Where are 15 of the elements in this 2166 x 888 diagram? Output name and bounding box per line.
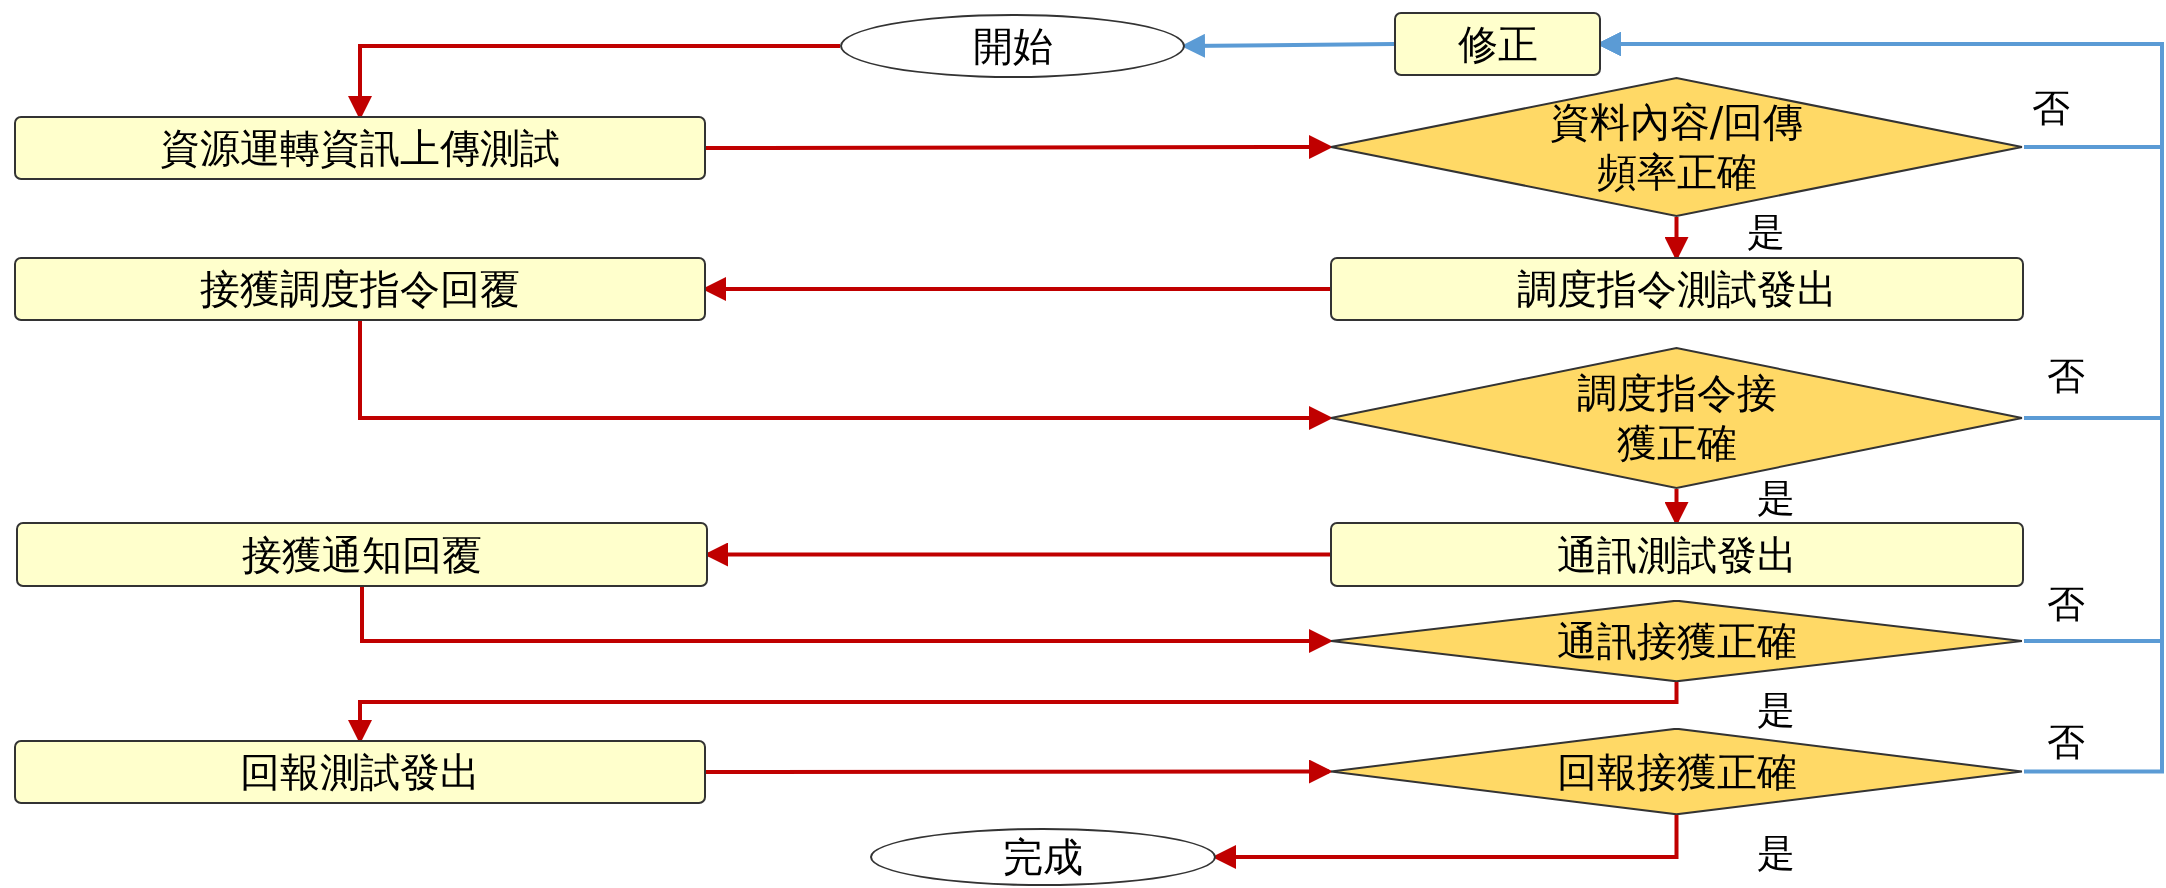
process-box: 回報測試發出 <box>14 740 706 804</box>
process-box: 接獲調度指令回覆 <box>14 257 706 321</box>
process-box: 通訊測試發出 <box>1330 522 2024 587</box>
process-box: 資源運轉資訊上傳測試 <box>14 116 706 180</box>
decision-diamond: 通訊接獲正確 <box>1329 600 2024 682</box>
arrow <box>706 135 1333 160</box>
arrow <box>706 759 1333 784</box>
process-box: 調度指令測試發出 <box>1330 257 2024 321</box>
terminal-oval: 完成 <box>870 828 1216 886</box>
process-box: 修正 <box>1394 12 1601 76</box>
arrow <box>358 321 1333 430</box>
decision-diamond: 回報接獲正確 <box>1329 728 2024 815</box>
process-box: 接獲通知回覆 <box>16 522 708 587</box>
arrow <box>360 587 1333 653</box>
terminal-oval: 開始 <box>840 14 1185 78</box>
